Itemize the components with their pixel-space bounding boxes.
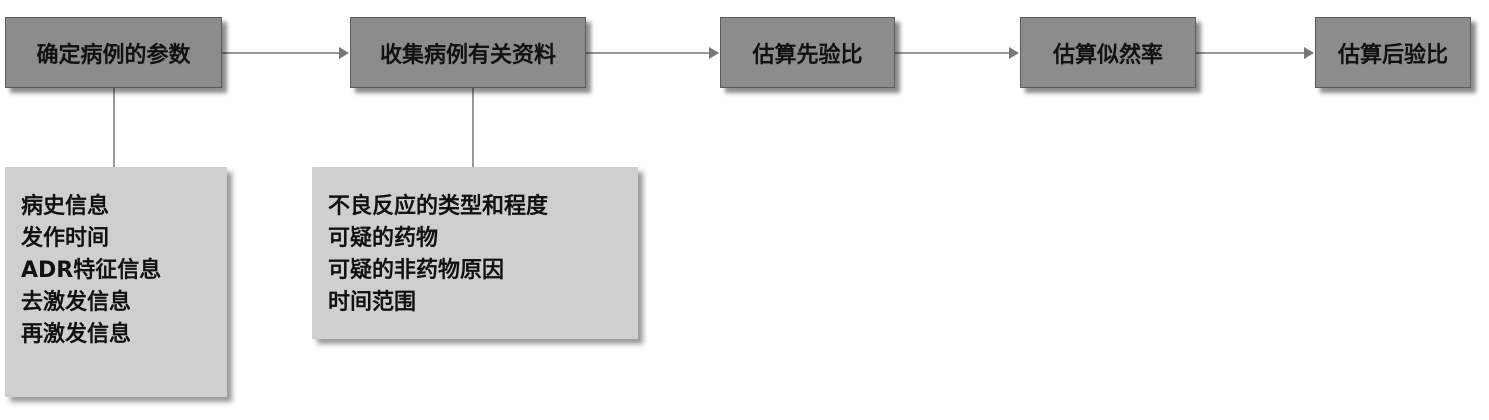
step-box-posterior-odds: 估算后验比 xyxy=(1315,17,1471,88)
step-box-collect-case-data: 收集病例有关资料 xyxy=(350,17,586,88)
note-item: 不良反应的类型和程度 xyxy=(328,194,549,219)
note-case-parameters: 病史信息 发作时间 ADR特征信息 去激发信息 再激发信息 xyxy=(5,167,227,397)
note-case-data: 不良反应的类型和程度 可疑的药物 可疑的非药物原因 时间范围 xyxy=(312,167,638,339)
note-item: ADR特征信息 xyxy=(21,258,162,283)
note-item: 病史信息 xyxy=(21,194,110,219)
step-label: 确定病例的参数 xyxy=(36,42,191,68)
step-label: 估算似然率 xyxy=(1052,42,1163,68)
note-item: 再激发信息 xyxy=(21,322,132,347)
note-item: 可疑的非药物原因 xyxy=(328,258,505,283)
step-box-prior-odds: 估算先验比 xyxy=(720,17,895,88)
note-item: 时间范围 xyxy=(328,290,417,315)
note-item: 可疑的药物 xyxy=(328,226,439,251)
step-box-likelihood-ratio: 估算似然率 xyxy=(1020,17,1196,88)
step-label: 估算先验比 xyxy=(752,42,863,68)
note-item: 发作时间 xyxy=(21,226,110,251)
step-box-define-case-parameters: 确定病例的参数 xyxy=(5,17,222,88)
step-label: 估算后验比 xyxy=(1337,42,1448,68)
step-label: 收集病例有关资料 xyxy=(379,42,556,68)
note-item: 去激发信息 xyxy=(21,290,132,315)
